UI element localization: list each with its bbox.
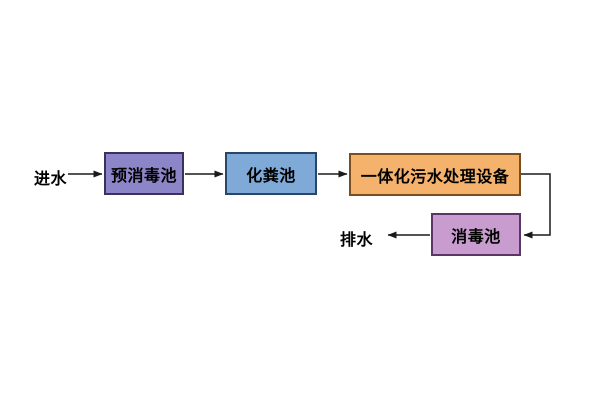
flow-node-pre-disinfection-tank: 预消毒池 [104,152,184,195]
flow-node-integrated-sewage-treatment: 一体化污水处理设备 [349,153,521,196]
flow-node-label: 一体化污水处理设备 [360,168,510,186]
flow-node-label: 预消毒池 [110,167,177,185]
inlet-label: 进水 [34,171,68,188]
arrow-integrated-to-disinfection-elbow [521,173,551,239]
flow-node-label: 化粪池 [246,167,296,185]
flow-node-septic-tank: 化粪池 [225,152,317,195]
flow-node-label: 消毒池 [451,228,501,246]
flow-node-disinfection-tank: 消毒池 [431,213,521,256]
outlet-label: 排水 [340,232,374,249]
